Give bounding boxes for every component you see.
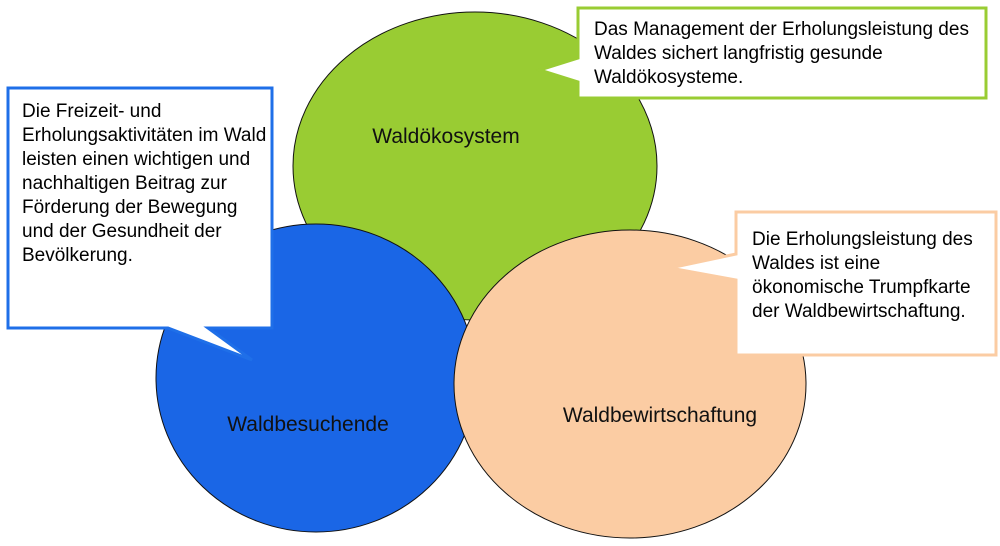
label-waldbesuchende: Waldbesuchende xyxy=(227,413,389,436)
callout-right-text: Die Erholungsleistung des Waldes ist ein… xyxy=(752,229,973,322)
label-waldoekosystem: Waldökosystem xyxy=(372,125,519,148)
circle-waldbewirtschaftung xyxy=(453,229,807,539)
callout-right-box xyxy=(669,210,998,357)
callout-left-box xyxy=(6,86,274,362)
callout-left-text: Die Freizeit- und Erholungsaktivitäten i… xyxy=(22,101,267,266)
callout-top-text: Das Management der Erholungsleistung des… xyxy=(594,19,969,88)
callout-top-box xyxy=(535,6,988,100)
label-waldbewirtschaftung: Waldbewirtschaftung xyxy=(563,404,757,427)
